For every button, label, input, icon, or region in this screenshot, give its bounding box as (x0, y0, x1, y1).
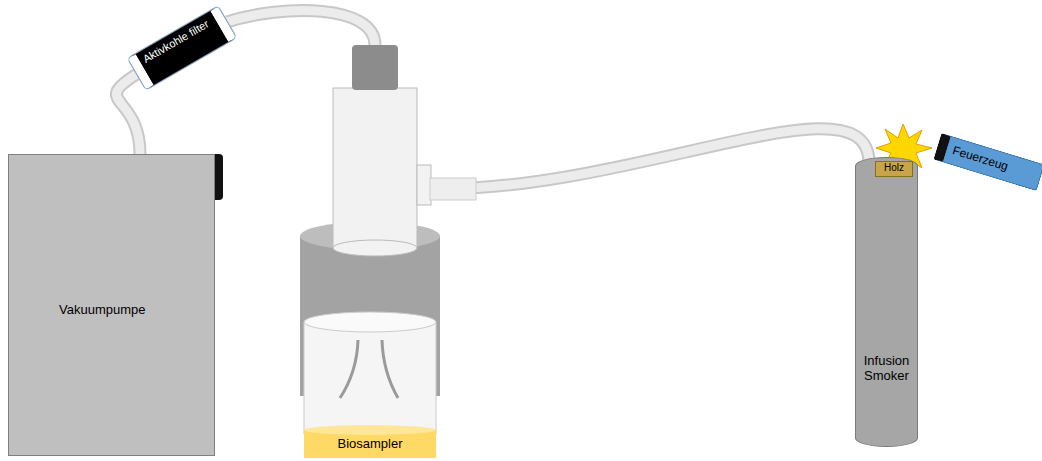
node-label: Aktivkohle filter (141, 17, 213, 66)
node-label: Infusion Smoker (856, 354, 917, 384)
nozzle (382, 340, 398, 398)
hose (440, 129, 869, 189)
sampler-head-bottom (333, 240, 417, 256)
hose (116, 74, 140, 154)
node-label: Holz (876, 162, 912, 174)
hose-stroke (227, 11, 375, 45)
hose-stroke (440, 129, 869, 189)
sampler-head (333, 88, 417, 248)
node-label: Feuerzeug (951, 144, 1010, 174)
hose (227, 11, 375, 45)
node-label: Biosampler (300, 437, 440, 452)
hose-stroke (116, 74, 140, 154)
hose-stroke (116, 74, 140, 154)
biosampler: Biosampler (300, 45, 440, 460)
smoker-tube: Infusion Smoker Holz (855, 157, 918, 447)
side-port (417, 165, 431, 205)
pump-box: Vakuumpumpe (8, 154, 215, 456)
node-label: Vakuumpumpe (59, 303, 145, 318)
hose-stroke (227, 11, 375, 45)
glass-jar (304, 322, 436, 434)
hose-stroke (440, 129, 869, 189)
filter-cylinder: Aktivkohle filter (128, 6, 236, 89)
nozzle (340, 340, 358, 398)
yellow-base-top (304, 425, 436, 435)
wood-chip: Holz (875, 161, 913, 177)
jar-rim (304, 312, 436, 332)
lighter: Feuerzeug (933, 133, 1042, 191)
sampler-cap (352, 45, 398, 90)
port-stub (430, 178, 476, 200)
